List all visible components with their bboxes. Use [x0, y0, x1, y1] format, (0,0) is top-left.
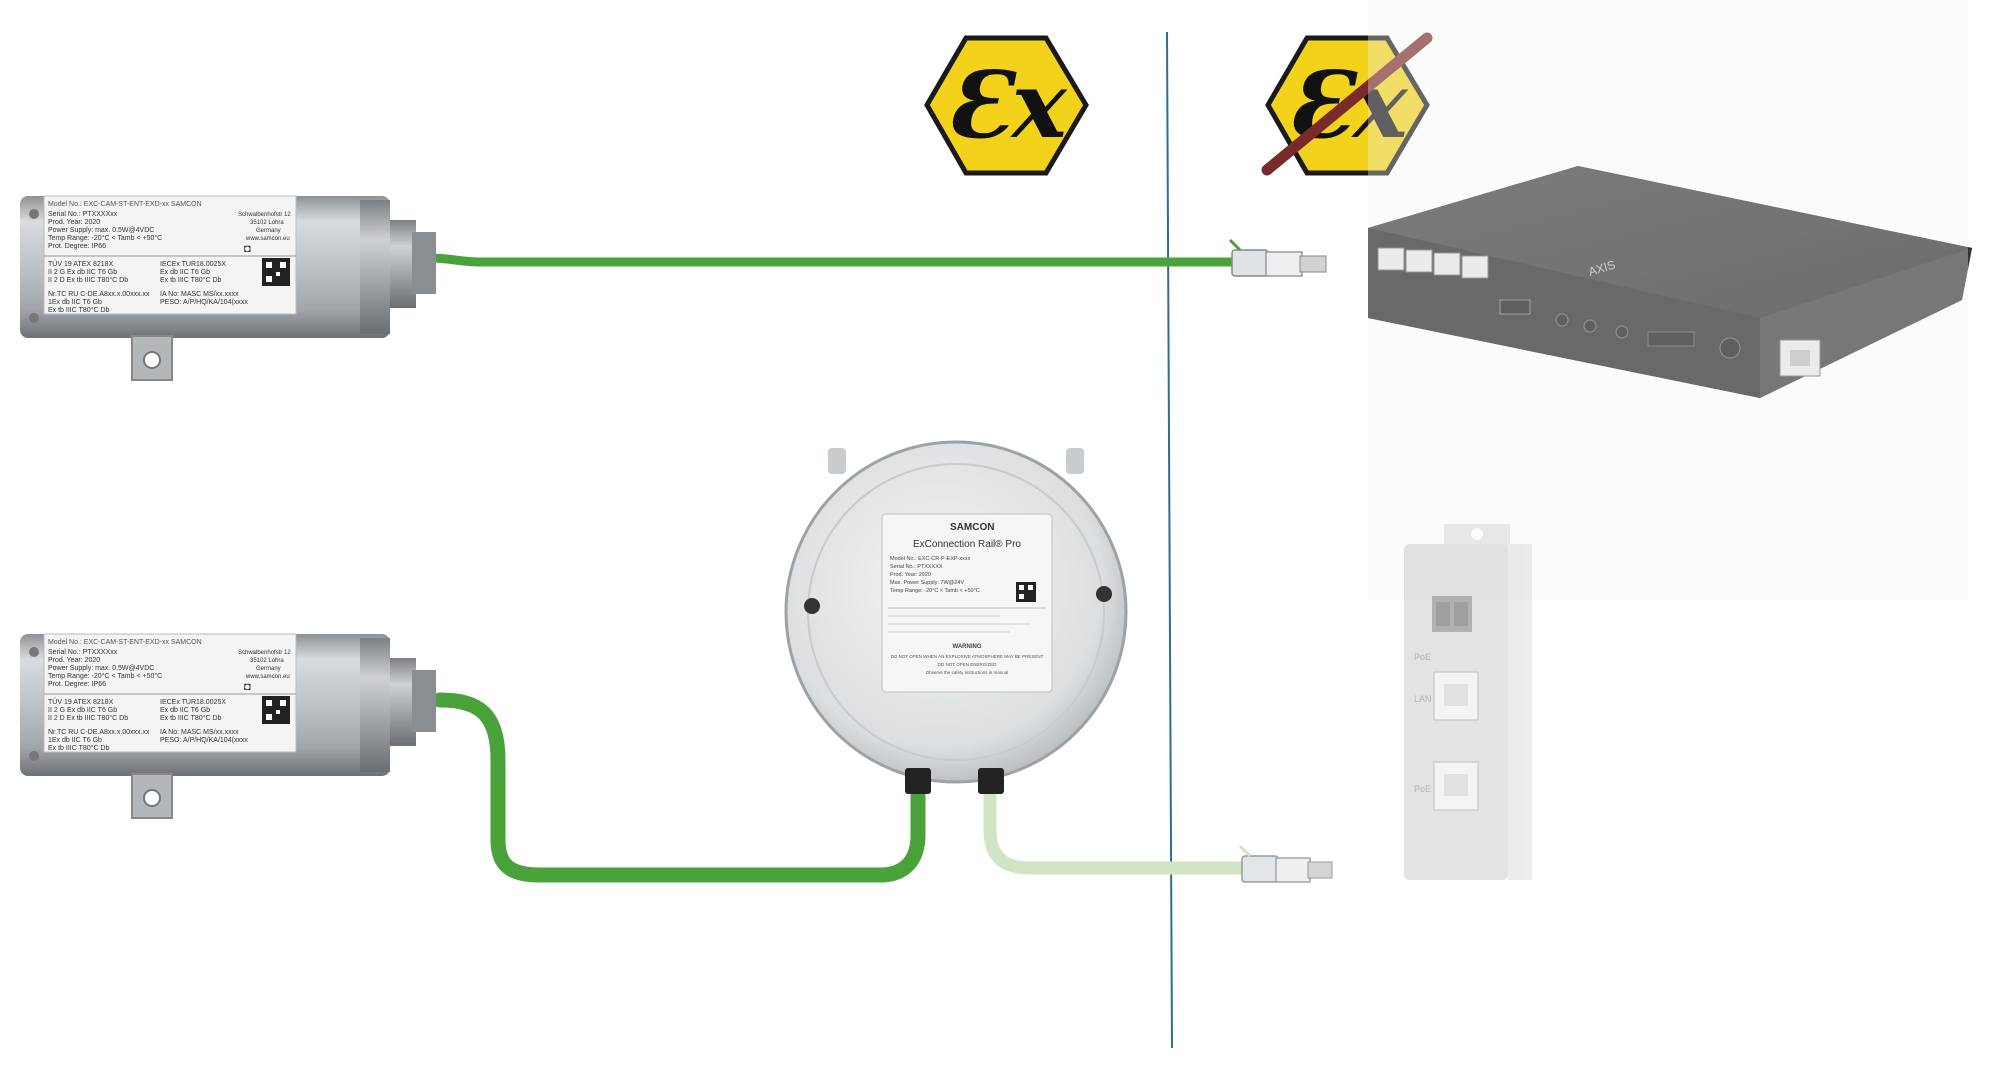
plate-line: Max. Power Supply: 7W@24V: [890, 580, 964, 586]
ethernet-cable-enclosure-injector: [983, 783, 1252, 875]
plate-line: Observe the safety instructions in manua…: [926, 670, 1009, 675]
plate-line: IA No: MASC MS/xx.xxxx: [160, 729, 239, 736]
camera-bottom-nameplate: [43, 633, 297, 753]
plate-line: Serial No.: PTXXXXxx: [48, 649, 118, 656]
injector-label: PoE: [1414, 652, 1431, 662]
plate-line: Ex db IIC T6 Gb: [160, 269, 210, 276]
plate-line: PESO: A/P/HQ/KA/104(xxxx: [160, 299, 248, 306]
plate-line: Power Supply: max. 0.5W@4VDC: [48, 227, 154, 234]
injector-label: LAN: [1414, 694, 1432, 704]
faded-background-panel: [1368, 0, 1968, 600]
plate-line: TÜV 19 ATEX 8218X: [48, 698, 114, 706]
plate-line: Germany: [256, 228, 281, 234]
ex-camera-bottom: Model No.: EXC-CAM-ST-ENT-EXD-xx SAMCON …: [20, 633, 436, 819]
enclosure-nameplate: [881, 513, 1053, 693]
plate-line: Serial No.: PTXXXXxx: [48, 211, 118, 218]
plate-line: Prot. Degree: IP66: [48, 243, 106, 250]
injector-label: PoE: [1414, 784, 1431, 794]
ethernet-cable-top: [425, 253, 1237, 267]
plate-line: Prot. Degree: IP66: [48, 681, 106, 688]
plate-line: Power Supply: max. 0.5W@4VDC: [48, 665, 154, 672]
ethernet-port-icon: [1433, 252, 1461, 276]
plate-line: Ex tb IIIC T80°C Db: [48, 744, 110, 752]
ex-hazard-label: Ɛx: [945, 51, 1067, 159]
poe-port-icon: [1433, 761, 1479, 811]
enclosure-warning-title: WARNING: [953, 644, 982, 650]
enclosure-brand: SAMCON: [950, 522, 994, 533]
power-jack-icon: [1719, 337, 1741, 359]
plate-line: 35102 Lohra: [250, 658, 284, 664]
plate-line: II 2 G Ex db IIC T6 Gb: [48, 269, 117, 276]
plate-line: DO NOT OPEN WHEN AN EXPLOSIVE ATMOSPHERE…: [891, 654, 1044, 659]
plate-line: www.samcon.eu: [245, 674, 290, 680]
plate-line: Schwalbenhofstr 12: [238, 212, 291, 218]
plate-line: Ex tb IIIC T80°C Db: [160, 276, 222, 284]
enclosure-screw-icon: [1096, 586, 1112, 602]
poe-injector-device: PoE LAN PoE: [1404, 524, 1532, 880]
exconnection-rail-enclosure: SAMCON ExConnection Rail® Pro Model No.:…: [784, 440, 1128, 794]
poe-switch-device: AXIS: [1368, 166, 1972, 398]
plate-line: II 2 D Ex tb IIIC T80°C Db: [48, 276, 128, 284]
rj45-plug-bottom: [1238, 844, 1333, 883]
ex-hazard-crossed-icon: Ɛx: [1261, 32, 1433, 176]
rj45-plug-top: [1228, 238, 1327, 277]
plate-line: 35102 Lohra: [250, 220, 284, 226]
plate-line: IECEx TUR18.0025X: [160, 261, 226, 268]
plate-line: II 2 D Ex tb IIIC T80°C Db: [48, 714, 128, 722]
camera-top-nameplate: [43, 195, 297, 315]
plate-line: DO NOT OPEN ENERGIZED: [938, 662, 998, 667]
cable-gland-right: [978, 768, 1004, 794]
plate-line: Ex tb IIIC T80°C Db: [160, 714, 222, 722]
ethernet-cable-camera-enclosure: [432, 692, 926, 883]
ex-hazard-icon: Ɛx: [924, 35, 1089, 176]
plate-line: IA No: MASC MS/xx.xxxx: [160, 291, 239, 298]
plate-line: Temp Range: -20°C < Tamb < +50°C: [48, 672, 162, 680]
plate-line: 1Ex db IIC T6 Gb: [48, 737, 102, 744]
plate-line: Ex tb IIIC T80°C Db: [48, 306, 110, 314]
plate-line: Prod. Year: 2020: [890, 572, 931, 578]
plate-line: Schwalbenhofstr 12: [238, 650, 291, 656]
terminal-block-icon: [1432, 596, 1472, 632]
cable-gland-left: [905, 768, 931, 794]
plate-line: Prod. Year: 2020: [48, 657, 100, 664]
enclosure-screw-icon: [804, 598, 820, 614]
plate-line: www.samcon.eu: [245, 236, 290, 242]
plate-line: Serial No.: PTXXXXX: [890, 564, 943, 570]
ethernet-port-icon: [1405, 249, 1433, 273]
plate-line: Ex db IIC T6 Gb: [160, 707, 210, 714]
hdmi-port-icon: [1499, 299, 1531, 315]
plate-line: Model No.: EXC-CR-P-EXP-xxxx: [890, 556, 971, 562]
zone-divider-line: [1166, 31, 1173, 1049]
audio-jack-icon: [1583, 319, 1597, 333]
plate-header: Model No.: EXC-CAM-ST-ENT-EXD-xx SAMCON: [48, 639, 202, 646]
plate-line: 1Ex db IIC T6 Gb: [48, 299, 102, 306]
lan-port-icon: [1433, 671, 1479, 721]
samcon-logo-icon: ◘: [244, 243, 251, 255]
plate-line: II 2 G Ex db IIC T6 Gb: [48, 707, 117, 714]
io-terminal-icon: [1647, 331, 1695, 347]
plate-line: IECEx TUR18.0025X: [160, 699, 226, 706]
plate-line: Nr.TC RU C-DE.A8xx.x.00xxx.xx: [48, 291, 150, 298]
samcon-logo-icon: ◘: [244, 681, 251, 693]
enclosure-product-name: ExConnection Rail® Pro: [913, 539, 1021, 550]
plate-line: PESO: A/P/HQ/KA/104(xxxx: [160, 737, 248, 744]
plate-line: Temp Range: -20°C < Tamb < +50°C: [48, 234, 162, 242]
audio-jack-icon: [1615, 325, 1629, 339]
ethernet-port-icon: [1461, 255, 1489, 279]
plate-line: TÜV 19 ATEX 8218X: [48, 260, 114, 268]
ex-camera-top: Model No.: EXC-CAM-ST-ENT-EXD-xx SAMCON …: [20, 195, 436, 381]
plate-line: Temp Range: -20°C < Tamb < +50°C: [890, 588, 980, 594]
audio-jack-icon: [1555, 313, 1569, 327]
ethernet-port-icon: [1377, 247, 1405, 271]
plate-line: Germany: [256, 666, 281, 672]
plate-line: Prod. Year: 2020: [48, 219, 100, 226]
plate-header: Model No.: EXC-CAM-ST-ENT-EXD-xx SAMCON: [48, 201, 202, 208]
plate-line: Nr.TC RU C-DE.A8xx.x.00xxx.xx: [48, 729, 150, 736]
